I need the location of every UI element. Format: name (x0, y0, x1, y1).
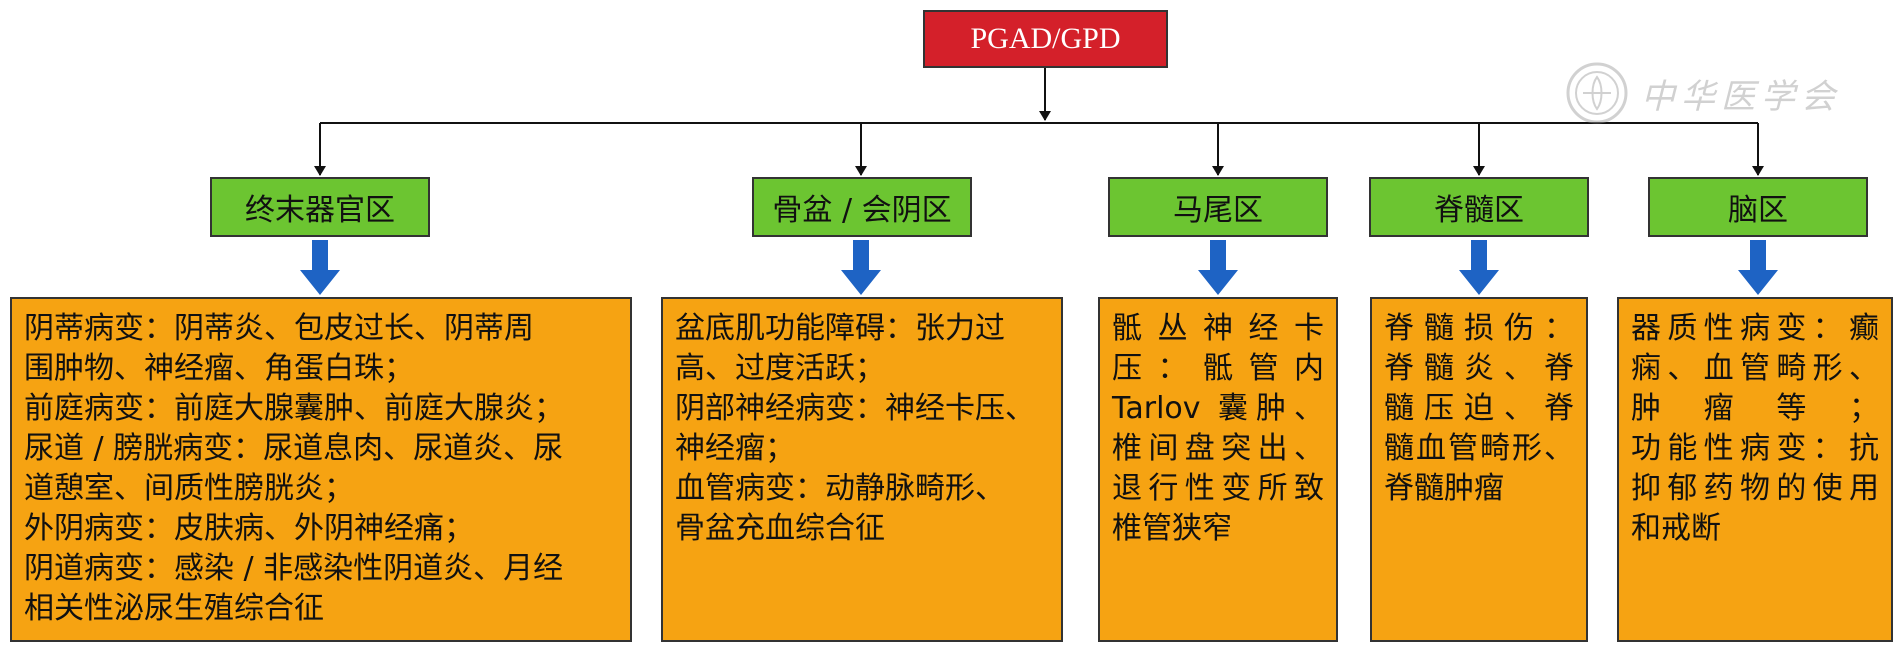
category-label: 终末器官区 (245, 193, 395, 228)
detail-line: 阴蒂病变：阴蒂炎、包皮过长、阴蒂周 (24, 311, 534, 346)
detail-line: 脊髓肿瘤 (1384, 471, 1504, 506)
detail-line: 脊髓损伤： (1384, 311, 1574, 346)
detail-line: 道憩室、间质性膀胱炎； (24, 471, 354, 506)
detail-line: 相关性泌尿生殖综合征 (24, 591, 324, 626)
detail-line: 阴道病变：感染 / 非感染性阴道炎、月经 (24, 551, 564, 586)
detail-line: 功能性病变：抗 (1631, 431, 1879, 466)
category-label: 脑区 (1728, 193, 1788, 228)
detail-line: 髓血管畸形、 (1384, 431, 1574, 466)
arrow-down-icon (841, 240, 881, 295)
detail-line: 尿道 / 膀胱病变：尿道息肉、尿道炎、尿 (24, 431, 564, 466)
category-node-cauda-equina: 马尾区 (1108, 177, 1328, 237)
detail-line: 阴部神经病变：神经卡压、 (675, 391, 1035, 426)
category-node-brain: 脑区 (1648, 177, 1868, 237)
detail-line: 椎间盘突出、 (1112, 431, 1324, 466)
detail-line: 抑郁药物的使用 (1631, 471, 1879, 506)
detail-line: 椎管狭窄 (1112, 511, 1232, 546)
arrow-down-icon (1459, 240, 1499, 295)
detail-box-cauda-equina: 骶丛神经卡 压：骶管内 Tarlov 囊肿、 椎间盘突出、 退行性变所致 椎管狭… (1098, 297, 1338, 642)
watermark: 中华医学会 (1565, 58, 1865, 128)
category-label: 骨盆 / 会阴区 (772, 193, 952, 228)
detail-line: 髓压迫、脊 (1384, 391, 1574, 426)
arrow-down-icon (300, 240, 340, 295)
detail-box-spinal-cord: 脊髓损伤： 脊髓炎、脊 髓压迫、脊 髓血管畸形、 脊髓肿瘤 (1370, 297, 1588, 642)
detail-line: 围肿物、神经瘤、角蛋白珠； (24, 351, 414, 386)
detail-line: 神经瘤； (675, 431, 795, 466)
detail-box-end-organ: 阴蒂病变：阴蒂炎、包皮过长、阴蒂周 围肿物、神经瘤、角蛋白珠； 前庭病变：前庭大… (10, 297, 632, 642)
detail-line: 脊髓炎、脊 (1384, 351, 1574, 386)
detail-line: 骶丛神经卡 (1112, 311, 1324, 346)
detail-box-pelvis-perineum: 盆底肌功能障碍：张力过 高、过度活跃； 阴部神经病变：神经卡压、 神经瘤； 血管… (661, 297, 1063, 642)
detail-line: Tarlov 囊肿、 (1112, 391, 1324, 426)
category-node-end-organ: 终末器官区 (210, 177, 430, 237)
category-node-spinal-cord: 脊髓区 (1369, 177, 1589, 237)
detail-line: 前庭病变：前庭大腺囊肿、前庭大腺炎； (24, 391, 564, 426)
detail-line: 血管病变：动静脉畸形、 (675, 471, 1005, 506)
arrow-down-icon (1738, 240, 1778, 295)
society-seal-icon (1566, 62, 1628, 124)
detail-line: 器质性病变：癫 (1631, 311, 1879, 346)
category-label: 脊髓区 (1434, 193, 1524, 228)
detail-line: 肿瘤等； (1631, 391, 1879, 426)
category-node-pelvis-perineum: 骨盆 / 会阴区 (752, 177, 972, 237)
arrow-down-icon (1198, 240, 1238, 295)
detail-line: 骨盆充血综合征 (675, 511, 885, 546)
root-node: PGAD/GPD (923, 10, 1168, 68)
detail-line: 高、过度活跃； (675, 351, 885, 386)
detail-line: 压：骶管内 (1112, 351, 1324, 386)
watermark-text: 中华医学会 (1641, 76, 1841, 117)
detail-line: 退行性变所致 (1112, 471, 1324, 506)
detail-box-brain: 器质性病变：癫 痫、血管畸形、 肿瘤等； 功能性病变：抗 抑郁药物的使用 和戒断 (1617, 297, 1893, 642)
detail-line: 盆底肌功能障碍：张力过 (675, 311, 1005, 346)
category-label: 马尾区 (1173, 193, 1263, 228)
root-label: PGAD/GPD (970, 22, 1121, 55)
detail-line: 和戒断 (1631, 511, 1721, 546)
detail-line: 痫、血管畸形、 (1631, 351, 1879, 386)
detail-line: 外阴病变：皮肤病、外阴神经痛； (24, 511, 474, 546)
